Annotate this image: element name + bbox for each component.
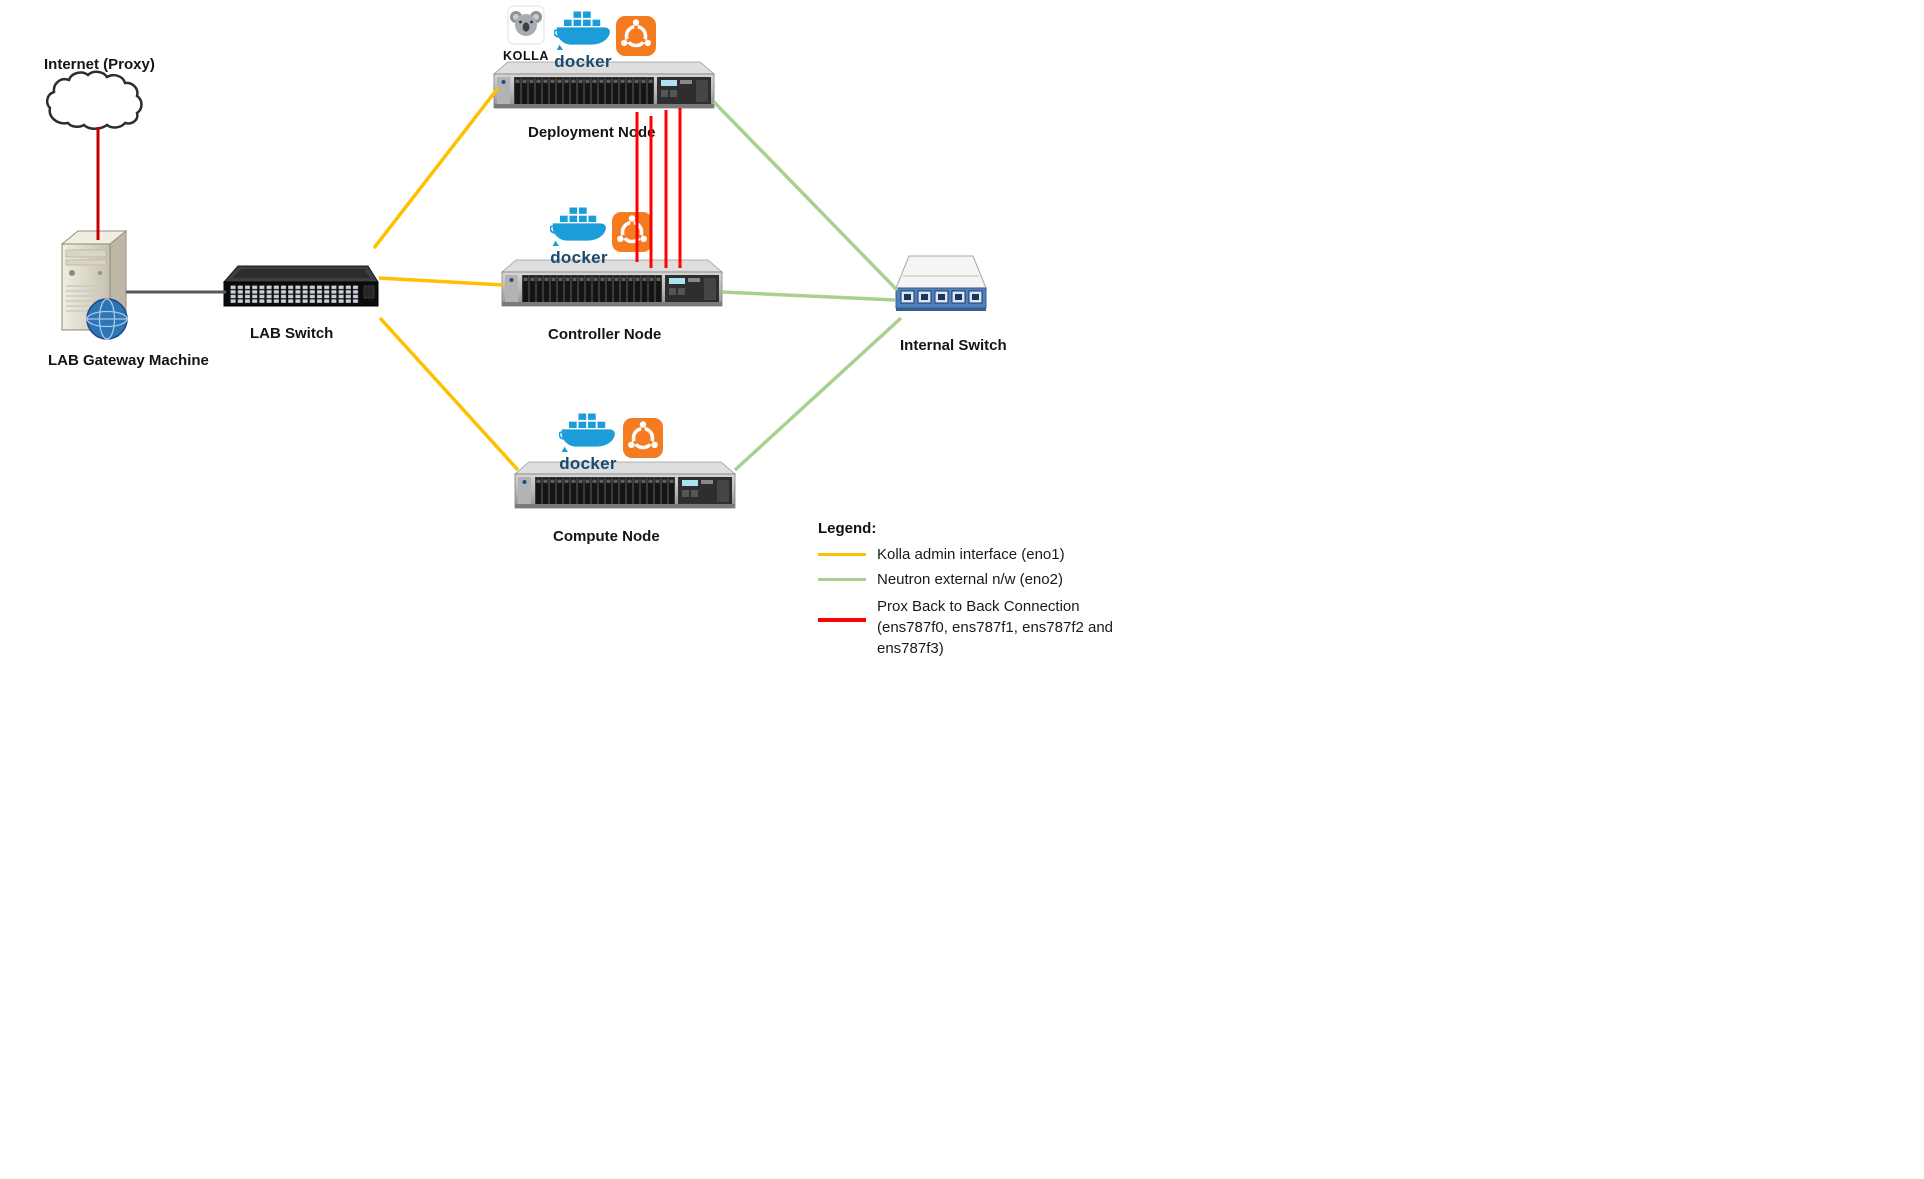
link-compute-internalswitch-eno2 xyxy=(733,316,903,472)
compute-node-server-icon xyxy=(511,460,741,518)
ubuntu-icon xyxy=(616,16,656,56)
legend: Legend: Kolla admin interface (eno1) Neu… xyxy=(818,520,1158,667)
controller-node-server-icon xyxy=(498,258,728,316)
link-labswitch-compute-eno1 xyxy=(378,316,520,472)
legend-item-kolla-admin: Kolla admin interface (eno1) xyxy=(818,546,1158,563)
gateway-label: LAB Gateway Machine xyxy=(48,352,209,369)
docker-wordmark: docker xyxy=(554,52,612,71)
kolla-badge: KOLLA xyxy=(503,5,549,63)
link-controller-internalswitch-eno2 xyxy=(721,290,896,302)
legend-swatch-neutron-external xyxy=(818,577,866,582)
deployment-node-label: Deployment Node xyxy=(528,124,656,141)
compute-node-label: Compute Node xyxy=(553,528,660,545)
link-labswitch-deployment-eno1 xyxy=(372,86,500,250)
link-labswitch-controller-eno1 xyxy=(378,276,504,287)
legend-swatch-kolla-admin xyxy=(818,552,866,557)
legend-swatch-prox-b2b xyxy=(818,618,866,622)
docker-wordmark: docker xyxy=(550,248,608,267)
controller-node-label: Controller Node xyxy=(548,326,662,343)
docker-whale-icon xyxy=(550,206,608,248)
ubuntu-icon xyxy=(612,212,652,252)
docker-wordmark: docker xyxy=(559,454,617,473)
internal-switch-label: Internal Switch xyxy=(900,337,1007,354)
ubuntu-icon xyxy=(623,418,663,458)
link-deployment-internalswitch-eno2 xyxy=(712,100,899,292)
docker-badge-controller: docker xyxy=(550,206,608,266)
koala-icon xyxy=(507,5,545,47)
legend-item-neutron-external: Neutron external n/w (eno2) xyxy=(818,571,1158,588)
lab-switch-icon xyxy=(222,258,380,314)
cloud-icon xyxy=(42,70,154,134)
docker-whale-icon xyxy=(559,412,617,454)
internet-label: Internet (Proxy) xyxy=(44,56,155,73)
legend-label: Kolla admin interface (eno1) xyxy=(877,546,1065,563)
internal-switch-icon xyxy=(893,250,989,328)
kolla-label: KOLLA xyxy=(503,49,550,63)
lab-gateway-machine-icon xyxy=(50,226,142,348)
legend-label: Neutron external n/w (eno2) xyxy=(877,571,1063,588)
docker-badge-compute: docker xyxy=(559,412,617,472)
lab-switch-label: LAB Switch xyxy=(250,325,334,342)
legend-title: Legend: xyxy=(818,520,877,537)
docker-whale-icon xyxy=(554,10,612,52)
docker-badge-deployment: docker xyxy=(554,10,612,70)
legend-item-prox-b2b: Prox Back to Back Connection (ens787f0, … xyxy=(818,596,1158,659)
legend-label: Prox Back to Back Connection (ens787f0, … xyxy=(877,598,1114,657)
